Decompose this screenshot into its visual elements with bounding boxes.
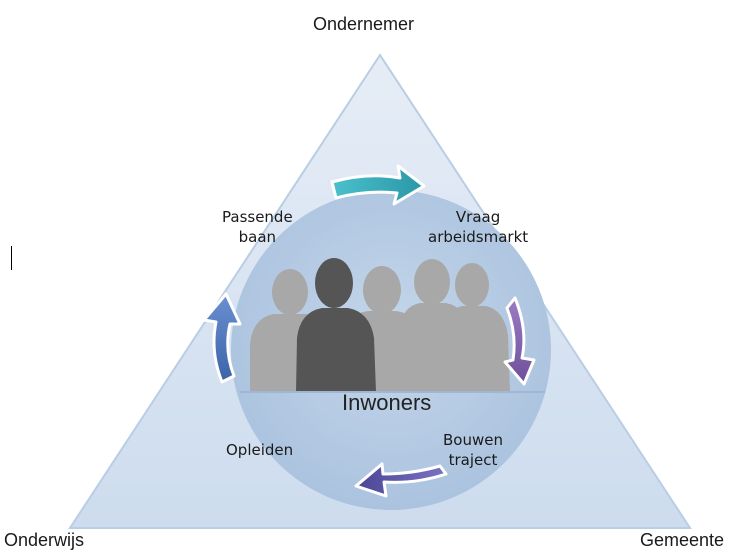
center-label-inwoners: Inwoners xyxy=(342,390,432,415)
step-label-line: Vraag xyxy=(455,208,501,226)
step-label-passende-baan: Passende baan xyxy=(222,207,293,247)
corner-label-bottom-right: Gemeente xyxy=(640,530,725,550)
corner-label-top: Ondernemer xyxy=(313,14,415,34)
step-label-bouwen-traject: Bouwen traject xyxy=(443,430,503,470)
step-label-line: traject xyxy=(448,451,498,469)
cycle-arrow-icon xyxy=(330,164,426,206)
cycle-arrow-icon xyxy=(503,296,536,386)
text-cursor xyxy=(11,246,12,270)
step-label-line: baan xyxy=(238,228,277,246)
step-label-opleiden: Opleiden xyxy=(226,440,293,460)
step-label-line: arbeidsmarkt xyxy=(428,228,529,246)
step-label-line: Opleiden xyxy=(226,441,294,459)
people-group-icon xyxy=(240,258,550,393)
corner-label-bottom-left: Onderwijs xyxy=(4,530,85,550)
step-label-line: Bouwen xyxy=(443,431,503,449)
step-label-line: Passende xyxy=(222,208,293,226)
step-label-vraag-arbeidsmarkt: Vraag arbeidsmarkt xyxy=(428,207,528,247)
cycle-arrow-icon xyxy=(202,292,242,384)
cycle-arrow-icon xyxy=(354,462,448,498)
